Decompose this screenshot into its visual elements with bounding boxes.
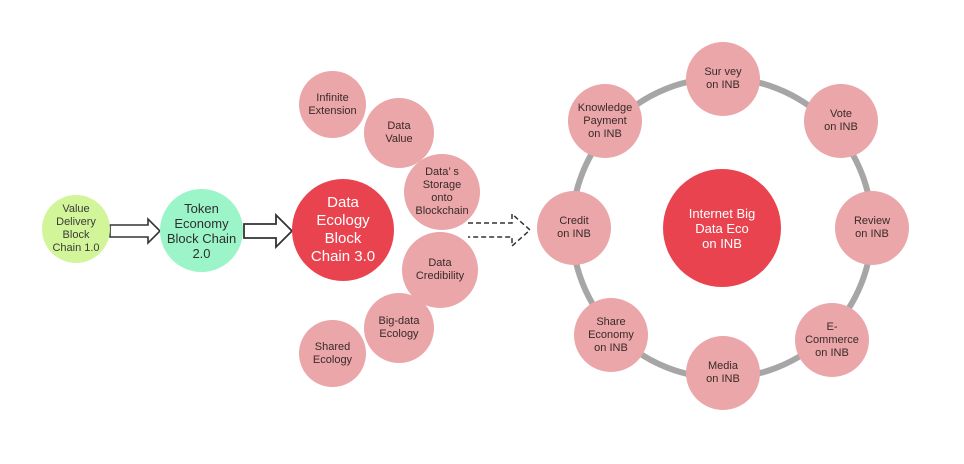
node-knowledge-label: Knowledge Payment on INB xyxy=(577,101,633,140)
ecosystem-center-label: Internet Big Data Eco on INB xyxy=(688,205,756,251)
stage-2-label: Token Economy Block Chain 2.0 xyxy=(166,200,237,261)
ecosystem-center: Internet Big Data Eco on INB xyxy=(663,169,781,287)
feature-storage-label: Data’ s Storage onto Blockchain xyxy=(415,166,469,217)
node-review-label: Review on INB xyxy=(853,215,891,240)
node-vote-label: Vote on INB xyxy=(824,108,858,133)
node-vote: Vote on INB xyxy=(804,84,878,158)
feature-infinite-label: Infinite Extension xyxy=(308,91,357,117)
feature-data-credibility: Data Credibility xyxy=(402,232,478,308)
node-survey: Sur vey on INB xyxy=(686,42,760,116)
node-media: Media on INB xyxy=(686,336,760,410)
node-share-economy: Share Economy on INB xyxy=(574,298,648,372)
feature-data-storage: Data’ s Storage onto Blockchain xyxy=(404,154,480,230)
feature-infinite-extension: Infinite Extension xyxy=(299,71,366,138)
feature-shared-ecology: Shared Ecology xyxy=(299,320,366,387)
arrow-v2-to-v3 xyxy=(243,212,294,250)
stage-data-ecology-3: Data Ecology Block Chain 3.0 xyxy=(292,179,394,281)
node-ecommerce-label: E- Commerce on INB xyxy=(805,320,859,359)
feature-value-label: Data Value xyxy=(385,120,413,145)
stage-3-label: Data Ecology Block Chain 3.0 xyxy=(310,194,376,265)
feature-bigdata-ecology: Big-data Ecology xyxy=(364,293,434,363)
stage-1-label: Value Delivery Block Chain 1.0 xyxy=(52,203,100,254)
node-knowledge-payment: Knowledge Payment on INB xyxy=(568,84,642,158)
arrow-v1-to-v2 xyxy=(109,217,162,245)
feature-shared-label: Shared Ecology xyxy=(312,340,353,366)
feature-bigdata-label: Big-data Ecology xyxy=(378,315,420,340)
node-credit-label: Credit on INB xyxy=(557,215,591,240)
stage-value-delivery-1: Value Delivery Block Chain 1.0 xyxy=(42,195,110,263)
node-credit: Credit on INB xyxy=(537,191,611,265)
feature-credibility-label: Data Credibility xyxy=(415,257,465,282)
node-ecommerce: E- Commerce on INB xyxy=(795,303,869,377)
node-media-label: Media on INB xyxy=(706,360,740,385)
node-survey-label: Sur vey on INB xyxy=(704,66,742,91)
node-share-label: Share Economy on INB xyxy=(588,315,634,354)
feature-data-value: Data Value xyxy=(364,98,434,168)
stage-token-economy-2: Token Economy Block Chain 2.0 xyxy=(160,189,243,272)
arrow-dashed-to-ecosystem xyxy=(468,212,532,248)
node-review: Review on INB xyxy=(835,191,909,265)
